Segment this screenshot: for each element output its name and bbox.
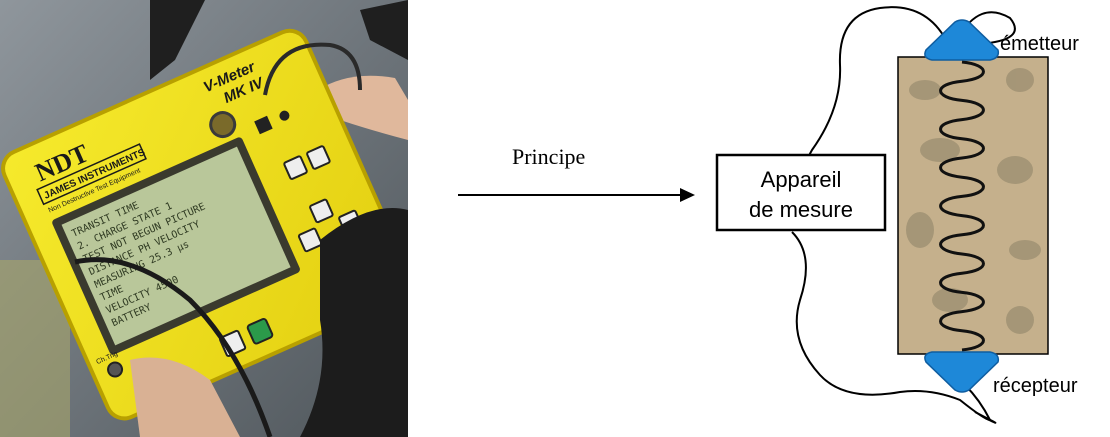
device-box-line2: de mesure bbox=[749, 197, 853, 222]
hand-bottom bbox=[130, 357, 240, 437]
button-round bbox=[279, 110, 290, 121]
button-right-2 bbox=[306, 145, 331, 170]
measurement-cable-top bbox=[957, 11, 1016, 45]
measuring-device-box bbox=[715, 153, 887, 232]
receiver-transducer bbox=[924, 351, 1000, 393]
top-cable bbox=[263, 42, 362, 96]
measurement-cable bbox=[791, 6, 992, 422]
transmitter-transducer bbox=[924, 19, 1000, 61]
carry-strap-right bbox=[360, 0, 408, 60]
top-connector bbox=[209, 111, 237, 139]
arrow-left-button bbox=[297, 227, 323, 253]
lcd-screen bbox=[61, 146, 291, 346]
measurement-cable-bottom bbox=[974, 411, 997, 424]
arrow-label: Principe bbox=[512, 144, 585, 169]
carry-strap bbox=[150, 0, 205, 80]
concrete-aggregate bbox=[906, 68, 1041, 334]
ultrasonic-wave bbox=[939, 60, 985, 352]
bottom-cable bbox=[74, 257, 273, 437]
arrow-up-button bbox=[309, 198, 334, 224]
sleeve-right bbox=[300, 208, 408, 437]
button-small-1 bbox=[254, 115, 273, 135]
power-button bbox=[246, 318, 274, 345]
hand-top bbox=[318, 75, 408, 140]
concrete-sample bbox=[897, 56, 1049, 355]
device-photo: NDT JAMES INSTRUMENTS Non Destructive Te… bbox=[0, 0, 408, 437]
device-box-line1: Appareil bbox=[761, 167, 842, 192]
manufacturer-box bbox=[36, 143, 147, 206]
left-port bbox=[107, 361, 124, 378]
transmitter-label: émetteur bbox=[1000, 33, 1079, 55]
receiver-label: récepteur bbox=[993, 375, 1078, 397]
arrow-head bbox=[680, 188, 695, 202]
button-right-1 bbox=[283, 155, 308, 180]
